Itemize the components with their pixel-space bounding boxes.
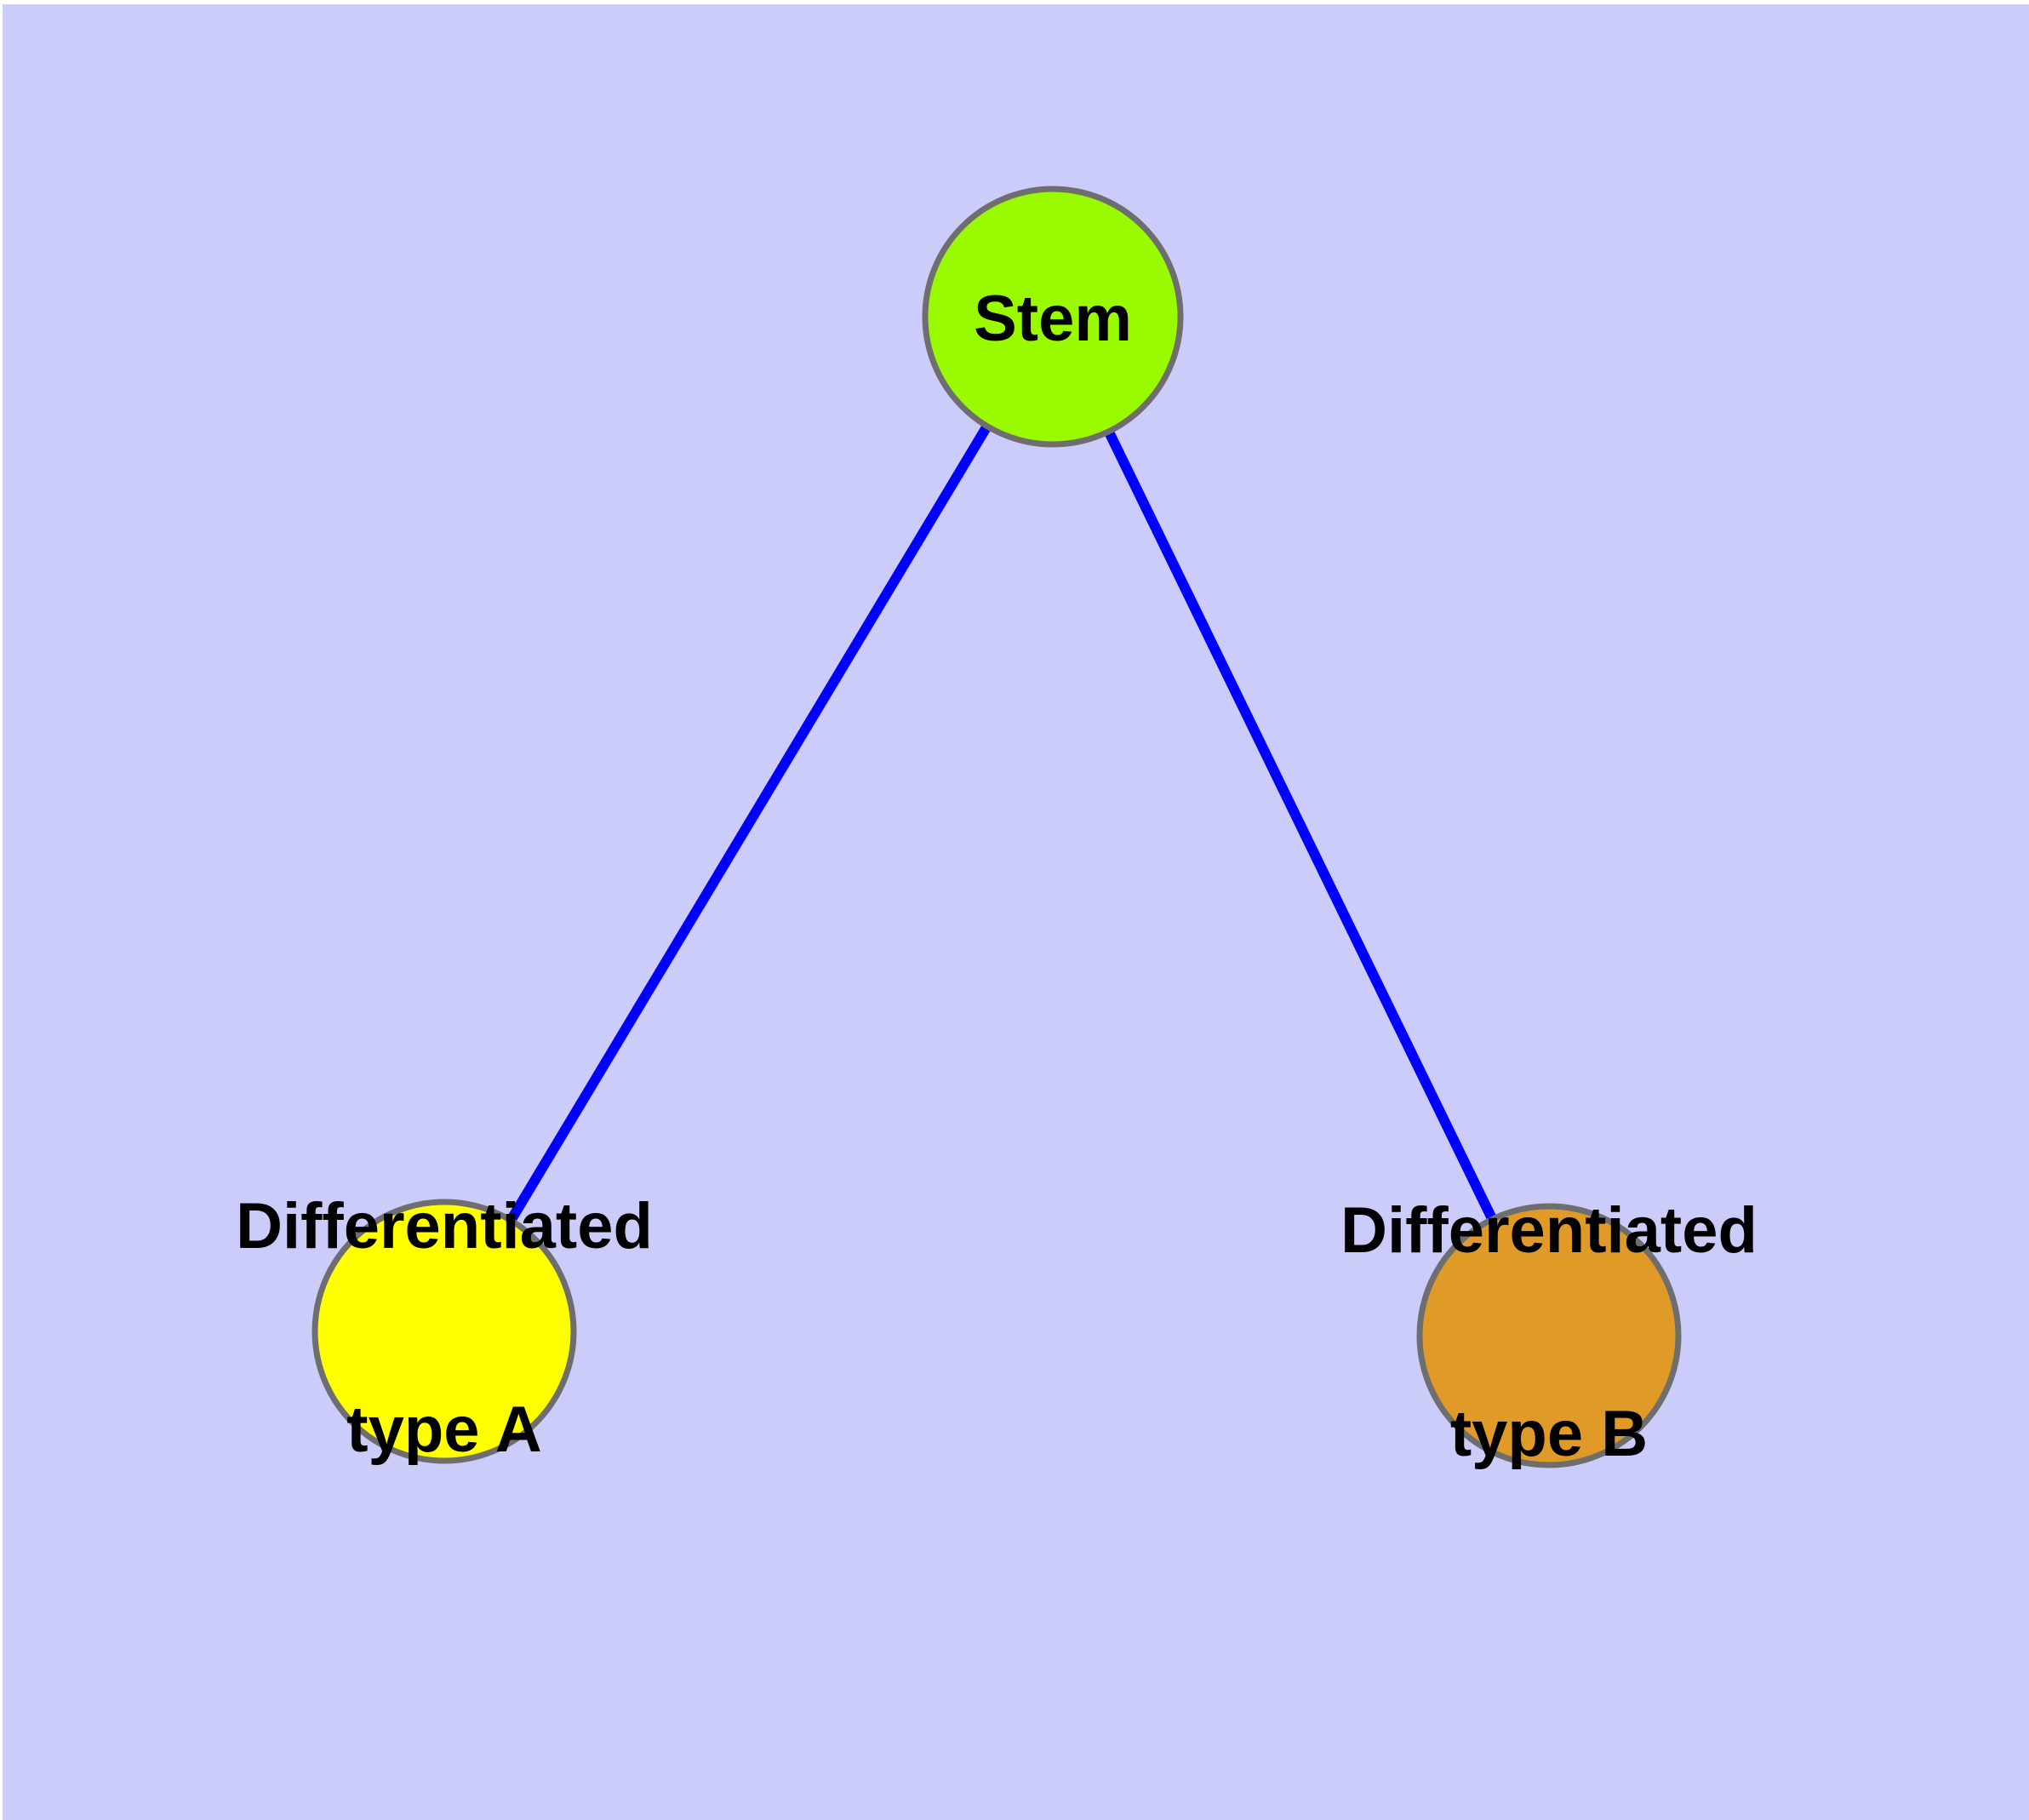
edge-layer [439,313,1554,1338]
node-stem[interactable] [922,186,1184,448]
node-differentiated-type-a[interactable] [311,1199,577,1464]
edge-stem-to-differentiated-type-a[interactable] [439,313,1058,1335]
node-differentiated-type-b[interactable] [1416,1203,1682,1468]
edge-stem-to-differentiated-type-b[interactable] [1048,314,1554,1338]
node-layer [311,186,1682,1468]
